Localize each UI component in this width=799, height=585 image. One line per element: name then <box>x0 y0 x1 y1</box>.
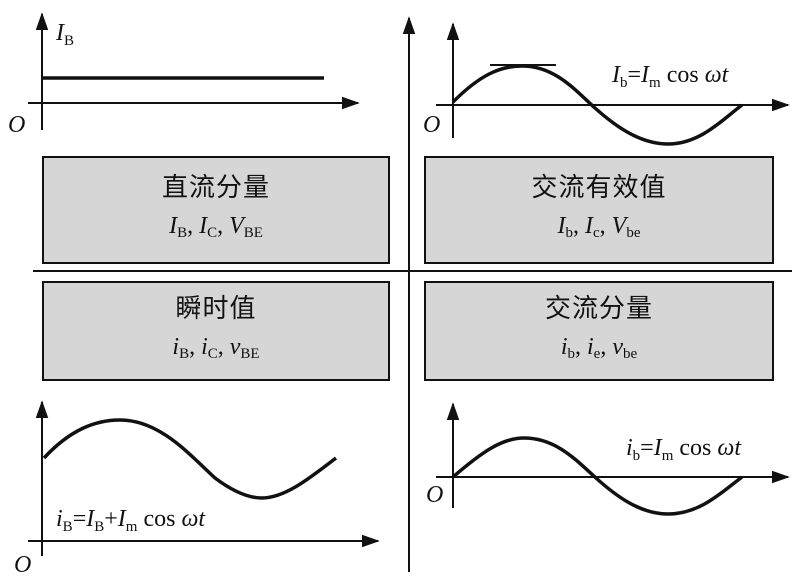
box-title: 直流分量 <box>161 172 270 202</box>
bl-origin-label: O <box>14 552 31 578</box>
br-ac-wave <box>451 436 744 516</box>
graph-top-right: Ib=Im cos ωt O <box>423 22 790 146</box>
br-origin-label: O <box>426 482 443 508</box>
box-ac-component: 交流分量 ib, ie, vbe <box>424 281 774 381</box>
box-ac-rms: 交流有效值 Ib, Ic, Vbe <box>424 156 774 264</box>
box-variables: ib, ie, vbe <box>560 333 638 362</box>
graph-bottom-left: iB=IB+Im cos ωt O <box>14 400 380 578</box>
tr-ac-wave <box>451 64 744 146</box>
box-title: 交流分量 <box>544 293 653 323</box>
box-title: 瞬时值 <box>175 293 257 323</box>
graph-bottom-right: ib=Im cos ωt O <box>426 402 790 516</box>
box-dc-component: 直流分量 IB, IC, VBE <box>42 156 390 264</box>
bl-equation: iB=IB+Im cos ωt <box>56 506 206 535</box>
tl-origin-label: O <box>8 112 25 138</box>
box-instantaneous: 瞬时值 iB, iC, vBE <box>42 281 390 381</box>
tr-equation: Ib=Im cos ωt <box>611 62 730 91</box>
box-title: 交流有效值 <box>531 172 667 202</box>
bl-instant-wave <box>42 418 338 500</box>
box-variables: iB, iC, vBE <box>172 333 260 362</box>
graph-top-left: IB O <box>8 12 360 138</box>
tl-axis-label: IB <box>55 20 74 49</box>
br-equation: ib=Im cos ωt <box>626 435 742 464</box>
tr-origin-label: O <box>423 112 440 138</box>
box-variables: IB, IC, VBE <box>169 212 263 241</box>
box-variables: Ib, Ic, Vbe <box>557 212 641 241</box>
